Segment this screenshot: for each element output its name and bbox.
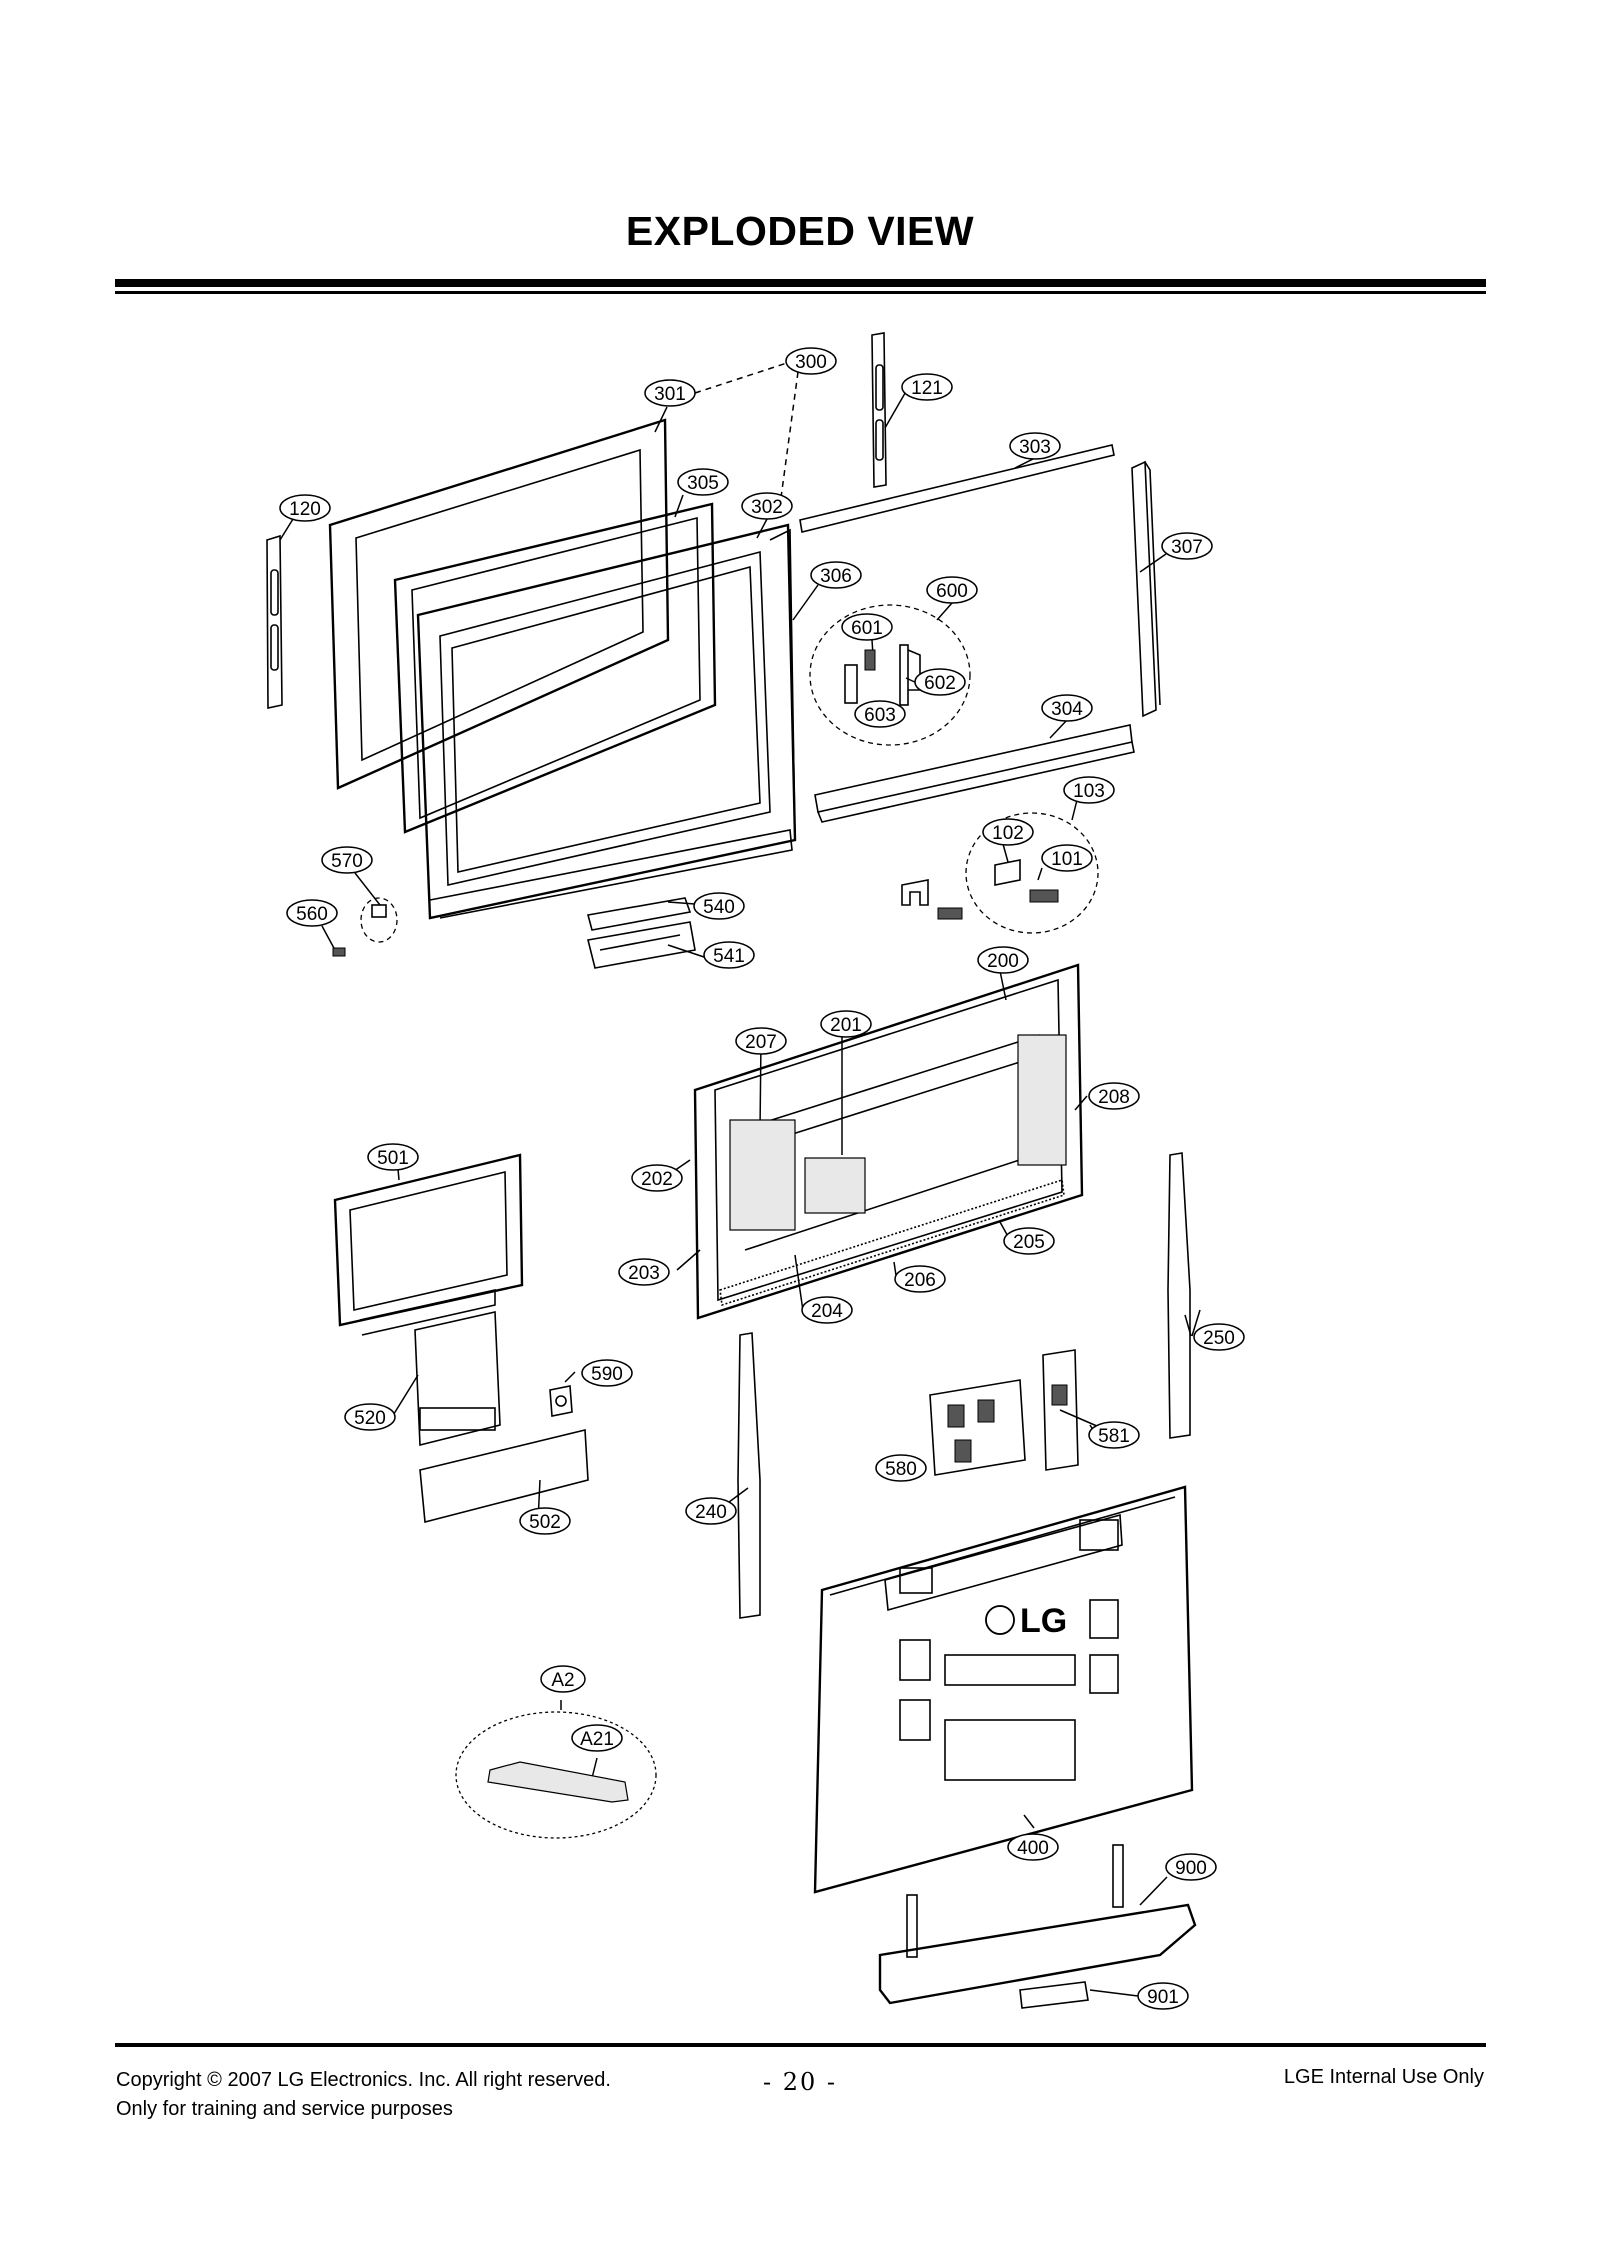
callout-121: 121 — [911, 378, 943, 399]
callout-201: 201 — [830, 1015, 862, 1036]
part-100-group — [901, 859, 1059, 920]
callout-501: 501 — [377, 1148, 409, 1169]
page-title: EXPLODED VIEW — [625, 208, 975, 254]
detail-circles — [360, 604, 1099, 943]
part-580-board — [929, 1379, 1026, 1476]
callout-240: 240 — [695, 1502, 727, 1523]
back-cover-logo: LG — [985, 1602, 1067, 1640]
callout-601: 601 — [851, 618, 883, 639]
part-304-bar — [814, 724, 1135, 823]
part-581-board — [1042, 1349, 1079, 1471]
callout-301: 301 — [654, 384, 686, 405]
part-121-bracket — [871, 332, 887, 488]
callout-120: 120 — [289, 499, 321, 520]
callout-300: 300 — [795, 352, 827, 373]
footer-left: Copyright © 2007 LG Electronics. Inc. Al… — [116, 2066, 611, 2124]
callout-305: 305 — [687, 473, 719, 494]
part-520-board — [414, 1311, 501, 1447]
callout-202: 202 — [641, 1169, 673, 1190]
part-600-group — [844, 644, 921, 706]
callout-206: 206 — [904, 1270, 936, 1291]
part-540-541 — [587, 897, 696, 969]
callout-203: 203 — [628, 1263, 660, 1284]
callout-570: 570 — [331, 851, 363, 872]
part-302-front-cabinet — [416, 523, 797, 920]
callout-502: 502 — [529, 1512, 561, 1533]
header-rule-thin — [115, 291, 1486, 294]
part-a2-detail — [455, 1711, 657, 1839]
callout-101: 101 — [1051, 849, 1083, 870]
part-240-bracket — [737, 1332, 761, 1619]
callout-400: 400 — [1017, 1838, 1049, 1859]
callout-102: 102 — [992, 823, 1024, 844]
callout-307: 307 — [1171, 537, 1203, 558]
callout-901: 901 — [1147, 1987, 1179, 2008]
callout-200: 200 — [987, 951, 1019, 972]
callout-302: 302 — [751, 497, 783, 518]
callout-250: 250 — [1203, 1328, 1235, 1349]
callout-207: 207 — [745, 1032, 777, 1053]
callout-208: 208 — [1098, 1087, 1130, 1108]
part-901-cover — [1019, 1981, 1089, 2009]
footer-classification: LGE Internal Use Only — [1283, 2066, 1484, 2088]
callout-541: 541 — [713, 946, 745, 967]
part-400-back-cover — [813, 1485, 1194, 1894]
callout-303: 303 — [1019, 437, 1051, 458]
callout-a21: A21 — [580, 1729, 614, 1750]
footer-rule — [115, 2043, 1486, 2047]
part-301-frame — [328, 418, 670, 790]
callout-560: 560 — [296, 904, 328, 925]
callout-306: 306 — [820, 566, 852, 587]
part-200-chassis — [693, 963, 1084, 1320]
part-502-bracket — [419, 1428, 589, 1524]
callout-900: 900 — [1175, 1858, 1207, 1879]
callout-bubbles — [279, 347, 1245, 2010]
part-501-shield — [333, 1153, 524, 1336]
callout-205: 205 — [1013, 1232, 1045, 1253]
page-number: - 20 - — [762, 2068, 837, 2096]
callout-600: 600 — [936, 581, 968, 602]
footer-purpose: Only for training and service purposes — [116, 2098, 453, 2120]
part-120-bracket — [266, 534, 283, 709]
part-305-glass — [393, 502, 717, 834]
callout-590: 590 — [591, 1364, 623, 1385]
footer-copyright: Copyright © 2007 LG Electronics. Inc. Al… — [116, 2069, 611, 2091]
callout-581: 581 — [1098, 1426, 1130, 1447]
callout-304: 304 — [1051, 699, 1083, 720]
callout-603: 603 — [864, 705, 896, 726]
callout-a2: A2 — [551, 1670, 574, 1691]
part-900-stand — [878, 1844, 1197, 2005]
part-307-bar — [1131, 460, 1161, 718]
part-590-bracket — [549, 1385, 573, 1417]
callout-602: 602 — [924, 673, 956, 694]
callout-labels: 300 301 121 303 305 302 120 307 306 600 … — [289, 352, 1235, 2008]
callout-540: 540 — [703, 897, 735, 918]
header-rule-thick — [115, 279, 1486, 287]
callout-103: 103 — [1073, 781, 1105, 802]
callout-204: 204 — [811, 1301, 843, 1322]
part-303-bar — [799, 444, 1115, 533]
logo-text: LG — [1020, 1602, 1067, 1640]
callout-520: 520 — [354, 1408, 386, 1429]
callout-580: 580 — [885, 1459, 917, 1480]
part-250-bracket — [1167, 1152, 1191, 1439]
part-560-570 — [332, 904, 387, 957]
